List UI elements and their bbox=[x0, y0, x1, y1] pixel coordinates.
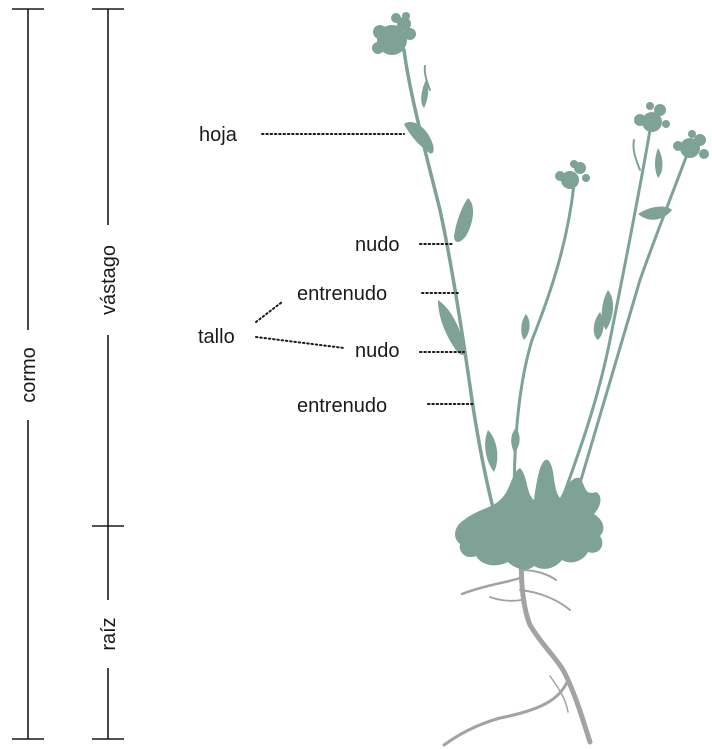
cormo-bracket: cormo bbox=[12, 9, 44, 739]
label-nudo-upper-group: nudo bbox=[355, 234, 452, 256]
label-entrenudo-upper-group: entrenudo bbox=[297, 283, 458, 305]
raiz-bracket: raíz bbox=[92, 526, 124, 739]
plant-roots bbox=[444, 540, 590, 745]
flower-cluster-4 bbox=[673, 130, 709, 159]
flower-cluster-1 bbox=[372, 12, 416, 55]
flower-cluster-3 bbox=[634, 102, 670, 132]
leaf-upper-node bbox=[454, 198, 473, 242]
entrenudo-upper-label: entrenudo bbox=[297, 283, 387, 305]
tallo-label: tallo bbox=[198, 326, 235, 348]
label-tallo-group: tallo bbox=[198, 302, 344, 348]
vastago-label: vástago bbox=[98, 245, 120, 315]
raiz-label: raíz bbox=[98, 617, 120, 650]
vastago-bracket: vástago bbox=[92, 9, 124, 526]
nudo-upper-label: nudo bbox=[355, 234, 400, 256]
plant-shoot bbox=[372, 12, 709, 569]
flower-cluster-2 bbox=[555, 160, 590, 189]
label-nudo-lower-group: nudo bbox=[355, 340, 464, 362]
tallo-leader-down bbox=[256, 337, 344, 348]
cormo-label: cormo bbox=[18, 347, 40, 403]
leaf-hoja bbox=[404, 122, 434, 154]
entrenudo-lower-label: entrenudo bbox=[297, 395, 387, 417]
hoja-label: hoja bbox=[199, 124, 238, 146]
label-hoja-group: hoja bbox=[199, 124, 404, 146]
tallo-leader-up bbox=[256, 302, 282, 322]
nudo-lower-label: nudo bbox=[355, 340, 400, 362]
label-entrenudo-lower-group: entrenudo bbox=[297, 395, 474, 417]
